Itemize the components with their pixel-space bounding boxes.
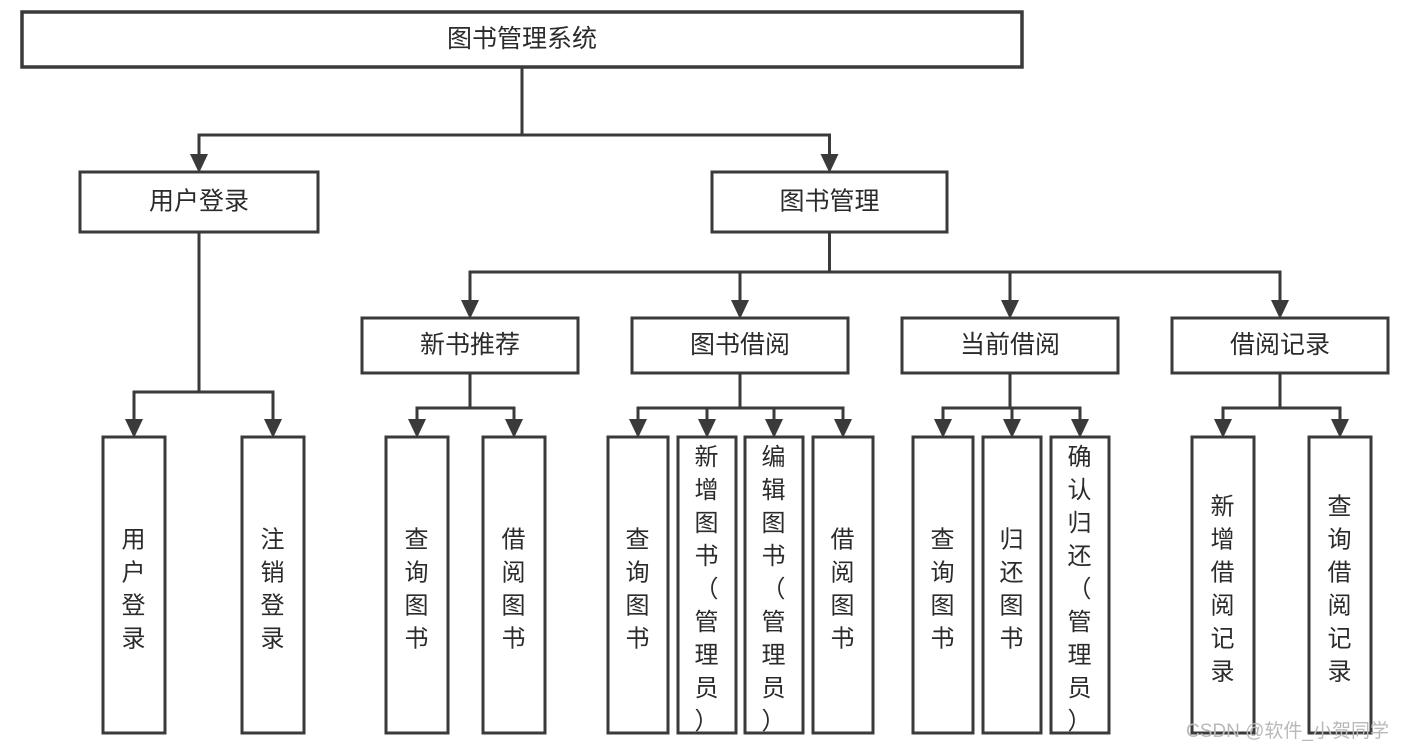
node-book-management[interactable]: 图书管理 [710,170,949,234]
node-label: 新增图书（管理员） [695,444,720,735]
node-box[interactable] [20,10,1024,69]
node-box[interactable] [981,435,1043,735]
arrow-head-icon [1001,300,1019,319]
node-label: 新书推荐 [420,331,520,359]
node-label: 图书管理 [779,188,879,216]
node-label: 查询图书 [931,527,956,653]
node-leaf-borrow-book-recommend[interactable]: 借阅图书 [481,435,547,735]
node-box[interactable] [676,435,738,735]
arrow-head-icon [264,419,282,438]
node-label: 借阅图书 [502,527,527,653]
node-label: 新增借阅记录 [1211,494,1236,686]
node-leaf-logout[interactable]: 注销登录 [240,435,306,735]
node-borrow-records[interactable]: 借阅记录 [1170,316,1390,375]
node-box[interactable] [78,170,320,234]
arrow-head-icon [1003,419,1021,438]
node-new-book-recommend[interactable]: 新书推荐 [360,316,580,375]
node-leaf-add-borrow-record[interactable]: 新增借阅记录 [1190,435,1256,735]
node-label: 当前借阅 [960,331,1060,359]
node-box[interactable] [1307,435,1373,735]
arrow-head-icon [629,419,647,438]
arrow-head-icon [765,419,783,438]
node-book-borrow[interactable]: 图书借阅 [630,316,850,375]
node-leaf-query-book-current[interactable]: 查询图书 [911,435,975,735]
arrow-head-icon [1071,419,1089,438]
node-box[interactable] [811,435,875,735]
node-leaf-query-borrow-record[interactable]: 查询借阅记录 [1307,435,1373,735]
arrow-head-icon [834,419,852,438]
node-box[interactable] [743,435,805,735]
node-leaf-edit-book[interactable]: 编辑图书（管理员） [743,435,805,735]
node-box[interactable] [900,316,1120,375]
node-box[interactable] [1049,435,1111,735]
node-leaf-borrow-book[interactable]: 借阅图书 [811,435,875,735]
node-label: 确认归还（管理员） [1068,444,1093,735]
node-box[interactable] [481,435,547,735]
node-label: 借阅记录 [1230,331,1330,359]
arrow-head-icon [505,419,523,438]
arrow-head-icon [408,419,426,438]
node-box[interactable] [240,435,306,735]
arrow-head-icon [820,154,839,173]
nodes-layer: 图书管理系统用户登录图书管理新书推荐图书借阅当前借阅借阅记录用户登录注销登录查询… [20,10,1390,735]
node-leaf-query-book-borrow[interactable]: 查询图书 [606,435,670,735]
node-box[interactable] [384,435,450,735]
node-box[interactable] [1170,316,1390,375]
connectors-layer [125,65,1349,438]
node-box[interactable] [606,435,670,735]
node-box[interactable] [1190,435,1256,735]
node-label: 注销登录 [261,527,286,653]
node-label: 图书借阅 [690,331,790,359]
node-box[interactable] [101,435,167,735]
arrow-head-icon [934,419,952,438]
node-label: 查询借阅记录 [1328,494,1353,686]
node-root[interactable]: 图书管理系统 [20,10,1024,69]
node-label: 用户登录 [149,188,249,216]
node-box[interactable] [630,316,850,375]
node-box[interactable] [360,316,580,375]
node-label: 查询图书 [626,527,651,653]
node-label: 用户登录 [122,527,147,653]
arrow-head-icon [1214,419,1232,438]
node-label: 归还图书 [1000,527,1025,653]
node-label: 借阅图书 [831,527,856,653]
node-user-login[interactable]: 用户登录 [78,170,320,234]
node-label: 编辑图书（管理员） [762,444,787,735]
arrow-head-icon [1271,300,1289,319]
arrow-head-icon [731,300,749,319]
node-leaf-confirm-return[interactable]: 确认归还（管理员） [1049,435,1111,735]
arrow-head-icon [190,154,208,173]
node-current-borrow[interactable]: 当前借阅 [900,316,1120,375]
node-leaf-user-login[interactable]: 用户登录 [101,435,167,735]
node-label: 图书管理系统 [447,25,597,53]
node-leaf-add-book[interactable]: 新增图书（管理员） [676,435,738,735]
node-leaf-query-book-recommend[interactable]: 查询图书 [384,435,450,735]
node-leaf-return-book[interactable]: 归还图书 [981,435,1043,735]
arrow-head-icon [1331,419,1349,438]
node-box[interactable] [911,435,975,735]
arrow-head-icon [461,300,479,319]
arrow-head-icon [125,419,143,438]
arrow-head-icon [698,419,716,438]
node-box[interactable] [710,170,949,234]
node-label: 查询图书 [405,527,430,653]
